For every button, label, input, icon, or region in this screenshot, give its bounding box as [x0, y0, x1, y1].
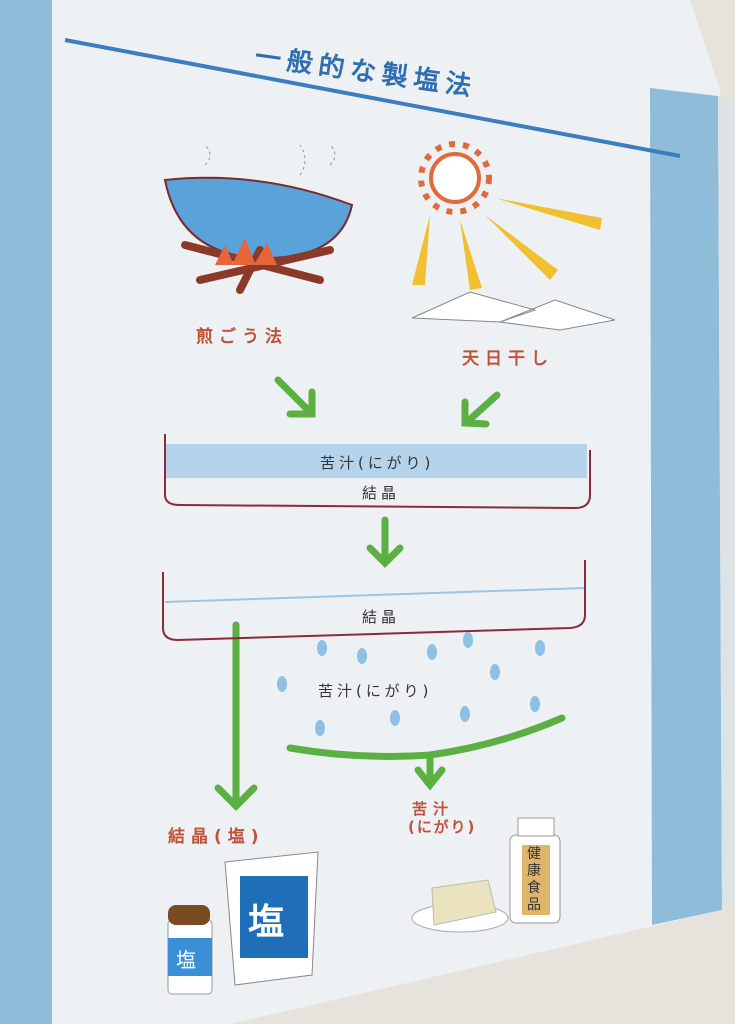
flow-arrows [214, 376, 566, 811]
salt-bag-text: 塩 [248, 902, 285, 943]
bittern-result-label-2: (にがり) [408, 818, 477, 836]
pan2-crystal-label: 結晶 [362, 608, 401, 626]
pan1-crystal-label: 結晶 [362, 484, 401, 502]
bittern-result-label-1: 苦汁 [412, 800, 455, 818]
sun-drying-label: 天日干し [462, 349, 554, 369]
pan1-bittern-label: 苦汁(にがり) [320, 454, 435, 472]
supplement-bottle-label: 健康食品 [527, 846, 541, 913]
bittern-drops [277, 632, 545, 736]
salt-result-label: 結晶(塩) [168, 827, 265, 847]
salt-jar-text: 塩 [176, 948, 196, 972]
boiling-method-label: 煎ごう法 [196, 327, 288, 347]
drip-bittern-label: 苦汁(にがり) [318, 682, 433, 700]
sun-illustration [411, 141, 616, 331]
boiling-pot-illustration [163, 144, 354, 294]
